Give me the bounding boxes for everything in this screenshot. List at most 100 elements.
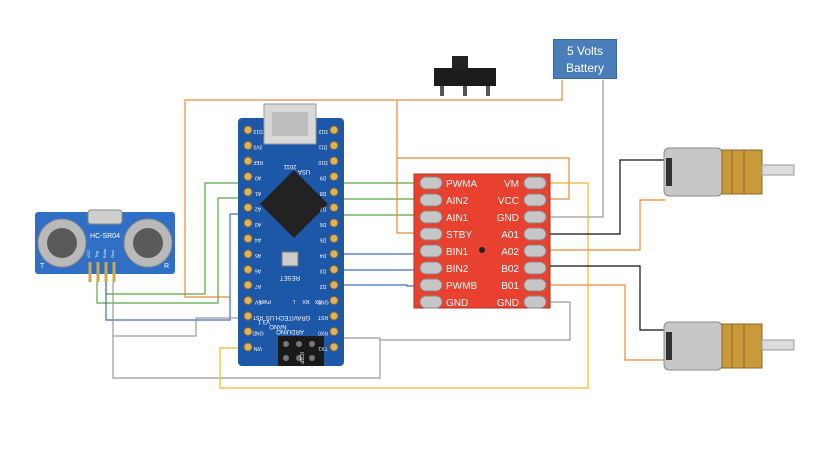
icsp-pin	[309, 341, 315, 347]
driver-pin-right	[523, 176, 547, 190]
driver-pin-left	[419, 210, 443, 224]
sensor-pin-label: Echo	[102, 248, 107, 258]
nano-pin-label: A5	[255, 252, 261, 258]
nano-pin-left	[243, 218, 253, 228]
nano-pin-left	[243, 342, 253, 352]
wire-switch-to-vm	[396, 100, 570, 200]
nano-pin-right	[329, 203, 339, 212]
driver-pin-left	[419, 193, 443, 207]
nano-pin-right	[329, 234, 339, 243]
nano-label-usa: USA	[298, 168, 310, 174]
nano-pin-label: D11	[318, 144, 327, 150]
sensor-pin	[112, 262, 116, 282]
driver-pin-right	[523, 227, 547, 241]
nano-pin-label: GND	[317, 299, 329, 305]
sensor-label: HC-SR04	[90, 233, 120, 240]
nano-label-l: L	[292, 298, 295, 304]
nano-pin-left	[243, 234, 253, 243]
driver-pin-label: PWMA	[446, 179, 477, 190]
nano-pin-label: A4	[255, 237, 261, 243]
sensor-pin-label: Gnd	[110, 250, 115, 258]
nano-pin-right	[329, 218, 339, 228]
driver-pin-label: VCC	[498, 196, 519, 207]
nano-pin-label: A2	[255, 206, 261, 212]
nano-pin-right	[329, 342, 339, 352]
nano-label-pwr: PWR	[259, 298, 271, 304]
nano-label-year: 2011	[283, 163, 297, 169]
nano-pin-right	[329, 187, 339, 197]
dc-motor-b	[663, 321, 795, 371]
nano-label-arduino: ARDUINO	[276, 328, 304, 334]
nano-pin-label: RST	[253, 314, 263, 320]
driver-pin-right	[523, 261, 547, 275]
nano-pin-left	[243, 296, 253, 305]
driver-pin-left	[419, 261, 443, 275]
nano-pin-right	[329, 172, 339, 181]
slide-switch	[434, 56, 496, 96]
nano-pin-left	[243, 141, 253, 150]
driver-pin-right	[523, 210, 547, 224]
driver-pin-label: STBY	[446, 230, 472, 241]
nano-pin-right	[329, 125, 339, 135]
nano-pin-label: A3	[255, 221, 261, 227]
nano-pin-right	[329, 265, 339, 274]
nano-label-version: V3.1	[257, 318, 270, 324]
nano-pin-label: 3V3	[253, 144, 262, 150]
wire-b02	[548, 265, 665, 331]
driver-pin-label: GND	[446, 298, 468, 309]
nano-pin-right	[329, 311, 339, 321]
battery-label-line1: 5 Volts	[566, 44, 604, 58]
sensor-pin	[88, 262, 92, 282]
battery-box: 5 Volts Battery	[553, 39, 617, 79]
sensor-pin-label: Trig	[94, 251, 99, 258]
nano-pin-label: D10	[318, 159, 327, 165]
driver-pin-right	[523, 295, 547, 309]
nano-pin-label: D3	[320, 268, 327, 274]
driver-pin-left	[419, 295, 443, 309]
nano-pin-label: A0	[255, 175, 261, 181]
wire-a01	[548, 159, 665, 235]
reset-button	[281, 251, 299, 267]
nano-pin-right	[329, 141, 339, 150]
wire-battery-positive	[184, 80, 563, 298]
nano-pin-label: RX0	[318, 330, 328, 336]
nano-pin-left	[243, 327, 253, 336]
nano-pin-label: A1	[255, 190, 261, 196]
nano-pin-label: D8	[320, 190, 327, 196]
driver-pin-left	[419, 227, 443, 241]
nano-pin-right	[329, 296, 339, 305]
wire-gnd-loop	[112, 282, 381, 379]
driver-pin-left	[419, 176, 443, 190]
driver-mount-hole	[479, 247, 485, 253]
driver-pin-label: AIN1	[446, 213, 469, 224]
nano-pin-label: A7	[255, 283, 261, 289]
icsp-pin	[309, 355, 315, 361]
nano-label-rx: RX	[302, 298, 310, 304]
driver-pin-label: A02	[501, 247, 519, 258]
nano-pin-label: D9	[320, 175, 327, 181]
icsp-header	[278, 336, 324, 366]
nano-pin-label: 5V	[254, 299, 261, 305]
wire-gnd-driver	[380, 301, 571, 341]
nano-label-tx: TX	[314, 298, 321, 304]
nano-pin-label: D5	[320, 237, 327, 243]
sensor-mark-t: T	[40, 263, 45, 270]
sensor-pin	[104, 262, 108, 282]
nano-pin-left	[243, 172, 253, 181]
driver-pin-label: PWMB	[446, 281, 477, 292]
driver-pin-label: GND	[497, 213, 519, 224]
motor-driver-board: PWMAAIN2AIN1STBYBIN1BIN2PWMBGNDVMVCCGNDA…	[413, 173, 551, 309]
icsp-pin	[283, 341, 289, 347]
driver-pin-left	[419, 278, 443, 292]
driver-pin-label: VM	[504, 179, 519, 190]
nano-pin-right	[329, 249, 339, 259]
driver-pin-label: B02	[501, 264, 519, 275]
sensor-pin-label: VCC	[86, 249, 91, 258]
wire-green-a1	[96, 197, 248, 304]
microcontroller-chip	[260, 170, 328, 238]
nano-pin-left	[243, 156, 253, 166]
nano-pin-left	[243, 125, 253, 135]
battery-label-line2: Battery	[565, 61, 604, 75]
